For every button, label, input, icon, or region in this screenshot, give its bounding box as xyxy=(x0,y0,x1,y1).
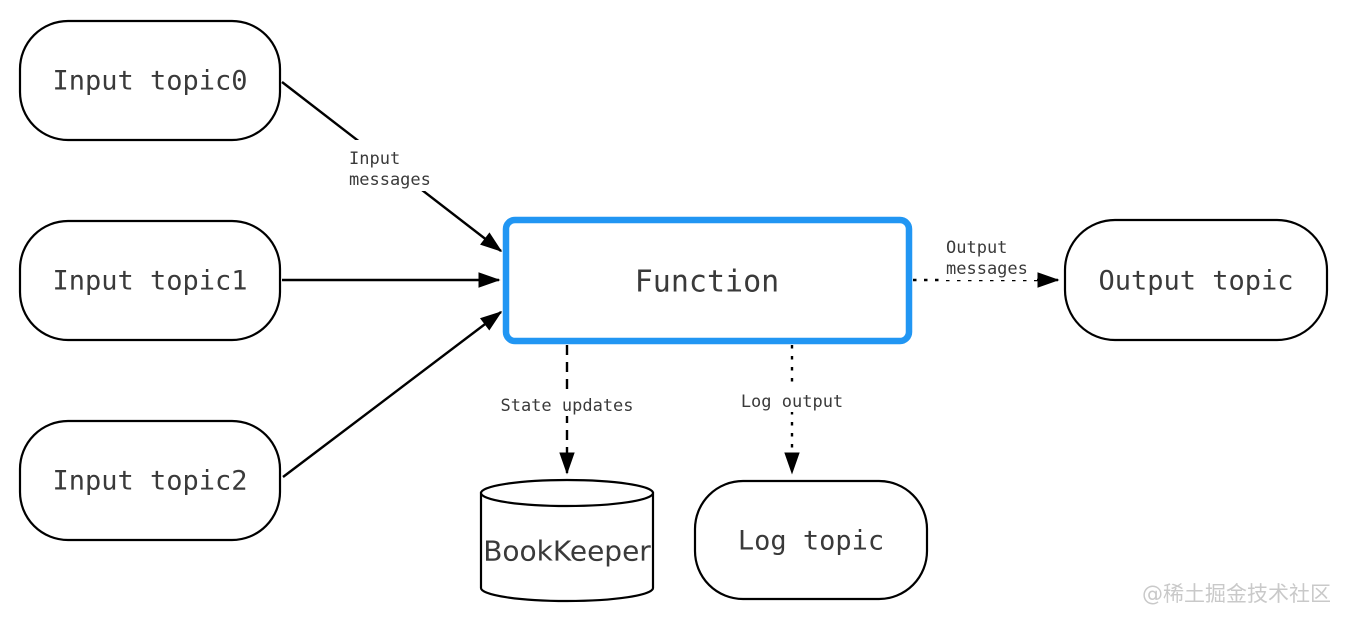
node-log-topic: Log topic xyxy=(693,479,929,601)
nodes-layer: Input topic0 Input topic1 Input topic2 F… xyxy=(18,19,1329,603)
node-bookkeeper: BookKeeper xyxy=(479,478,655,603)
edge-label-text: messages xyxy=(946,259,1028,279)
edge-label-text: messages xyxy=(349,170,431,190)
edge-label-state-updates: State updates xyxy=(492,392,642,416)
cylinder-top xyxy=(479,478,655,508)
node-label: Input topic2 xyxy=(52,466,247,497)
label-background xyxy=(492,392,642,416)
edge-label-output-messages: Output messages xyxy=(941,231,1037,280)
watermark-text: @稀土掘金技术社区 xyxy=(1142,582,1331,606)
pill-shape xyxy=(693,479,929,601)
node-label: Input topic0 xyxy=(52,66,247,97)
node-label: BookKeeper xyxy=(483,535,651,568)
pill-shape xyxy=(1063,218,1329,342)
node-input-topic1: Input topic1 xyxy=(18,219,282,342)
node-input-topic0: Input topic0 xyxy=(18,19,282,142)
edge-label-log-output: Log output xyxy=(734,388,851,412)
node-label: Function xyxy=(635,265,780,300)
label-background xyxy=(343,140,442,191)
node-function: Function xyxy=(502,216,913,345)
edge-label-input-messages: Input messages xyxy=(343,140,442,191)
label-background xyxy=(941,231,1037,280)
pill-shape xyxy=(18,219,282,342)
cylinder-body xyxy=(479,491,655,603)
edge-input-topic2-function xyxy=(282,311,503,478)
pill-shape xyxy=(18,419,282,542)
node-output-topic: Output topic xyxy=(1063,218,1329,342)
node-label: Output topic xyxy=(1098,266,1293,297)
pill-shape xyxy=(18,19,282,142)
node-label: Input topic1 xyxy=(52,266,247,297)
edge-label-text: Log output xyxy=(741,392,843,412)
label-background xyxy=(734,388,851,412)
node-input-topic2: Input topic2 xyxy=(18,419,282,542)
edge-label-text: Input xyxy=(349,149,400,169)
edge-labels-layer: Input messages Output messages State upd… xyxy=(343,140,1037,416)
node-label: Log topic xyxy=(738,526,884,557)
edge-label-text: State updates xyxy=(500,396,633,416)
function-box xyxy=(502,216,913,345)
edge-label-text: Output xyxy=(946,238,1007,258)
